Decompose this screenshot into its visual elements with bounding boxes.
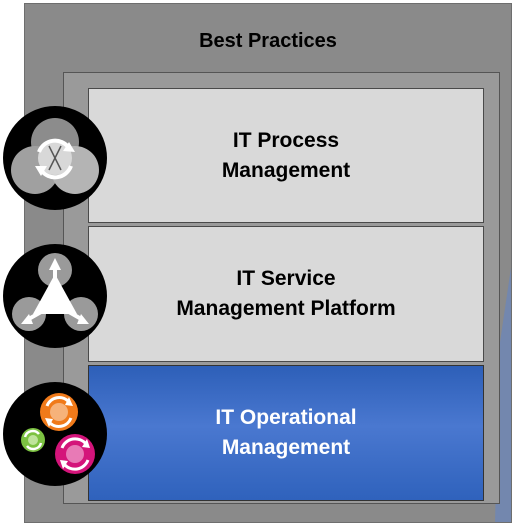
- layer-it-service-management-platform: IT Service Management Platform: [88, 226, 484, 362]
- layer-label: IT Process Management: [221, 128, 351, 182]
- process-cycle-icon: [3, 106, 107, 210]
- layer-it-process-management: IT Process Management: [88, 88, 484, 223]
- diagram-title: Best Practices: [199, 30, 337, 52]
- best-practices-frame: Best Practices IT Process Management IT …: [24, 3, 512, 523]
- layer-stack: IT Process Management IT Service Managem…: [63, 72, 500, 504]
- layer-it-operational-management: IT Operational Management: [88, 365, 484, 501]
- operational-cycles-icon: [3, 382, 107, 486]
- layer-label: IT Operational Management: [215, 406, 357, 459]
- layer-label: IT Service Management Platform: [176, 267, 396, 320]
- service-platform-icon: [3, 244, 107, 348]
